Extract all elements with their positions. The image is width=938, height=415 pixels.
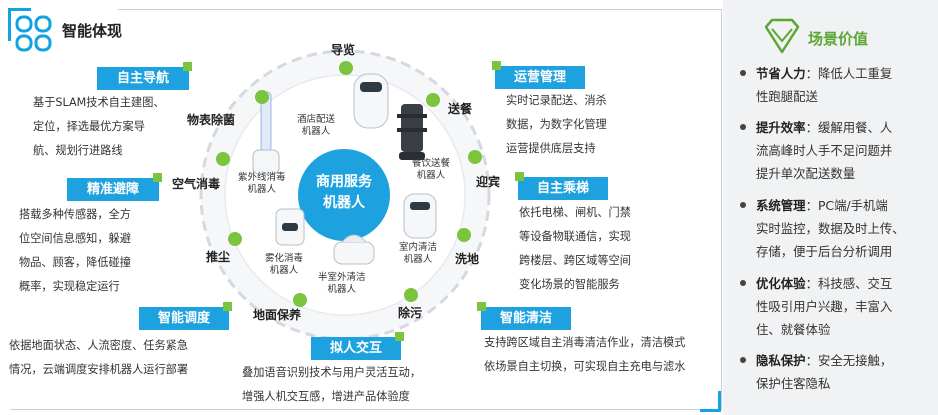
- feature-desc-interact: 叠加语音识别技术与用户灵活互动，增强人机交互感，增进产品体验度: [242, 366, 422, 403]
- scene-value-panel: [723, 0, 938, 415]
- badge-corner-avoid: [153, 173, 162, 182]
- feature-title-ops: 运营管理: [495, 66, 585, 89]
- value-item-experience: 优化体验：科技感、交互 性吸引用户兴趣，丰富入 住、就餐体验: [740, 272, 928, 341]
- value-item-system: 系统管理：PC端/手机端 实时监控，数据及时上传、 存储，便于后台分析调用: [740, 194, 928, 263]
- spoke-dot-guide: [339, 61, 353, 75]
- frame-border-right: [721, 9, 722, 409]
- feature-title-interact: 拟人交互: [311, 337, 401, 360]
- bullet-icon: [740, 124, 746, 130]
- feature-title-clean: 智能清洁: [481, 307, 571, 330]
- spoke-dot-floor-care: [293, 293, 307, 307]
- spoke-label-guide: 导览: [331, 43, 356, 57]
- spoke-dot-stain: [404, 288, 418, 302]
- section-title: 智能体现: [62, 22, 123, 40]
- spoke-dot-welcome: [468, 150, 482, 164]
- feature-desc-ops: 实时记录配送、消杀数据，为数字化管理运营提供底层支持: [506, 94, 607, 155]
- bullet-icon: [740, 357, 746, 363]
- frame-border-top: [118, 9, 722, 10]
- restaurant-delivery-robot-icon: [397, 104, 427, 160]
- spoke-label-air: 空气消毒: [172, 177, 221, 191]
- robot-label-hotel: 酒店配送机器人: [297, 114, 336, 137]
- spoke-label-dust: 推尘: [206, 250, 231, 264]
- badge-corner-clean: [477, 302, 486, 311]
- feature-desc-elevator: 依托电梯、闸机、门禁等设备物联通信，实现跨楼层、跨区域等空间变化场景的智能服务: [519, 206, 631, 291]
- badge-corner-interact: [395, 332, 404, 341]
- value-item-labor: 节省人力：降低人工重复 性跑腿配送: [740, 62, 928, 108]
- value-item-efficiency: 提升效率：缓解用餐、人 流高峰时人手不足问题并 提升单次配送数量: [740, 116, 928, 185]
- spoke-label-welcome: 迎宾: [476, 175, 501, 189]
- feature-title-avoid: 精准避障: [67, 178, 159, 201]
- robot-label-mist: 雾化消毒机器人: [265, 253, 304, 276]
- frame-border-bottom: [10, 409, 722, 410]
- spoke-dot-air: [216, 152, 230, 166]
- badge-corner-ops: [492, 61, 501, 70]
- robot-label-indoor-clean: 室内清洁机器人: [399, 242, 438, 265]
- uv-disinfection-robot-icon: [252, 91, 280, 175]
- spoke-dot-dust: [228, 232, 242, 246]
- spoke-label-stain: 除污: [398, 306, 423, 320]
- feature-desc-clean: 支持跨区域自主消毒清洁作业，清洁模式依场景自主切换，可实现自主充电与滤水: [484, 336, 686, 373]
- robot-label-semi-outdoor: 半室外清洁机器人: [318, 272, 366, 295]
- badge-corner-dispatch: [223, 302, 232, 311]
- mist-disinfection-robot-icon: [275, 208, 305, 246]
- value-item-privacy: 隐私保护：安全无接触， 保护住客隐私: [740, 349, 928, 395]
- spoke-label-surface: 物表除菌: [187, 113, 236, 127]
- robot-label-restaurant: 餐饮送餐机器人: [412, 158, 451, 181]
- semi-outdoor-cleaning-robot-icon: [333, 234, 375, 265]
- spoke-label-scrub: 洗地: [455, 252, 480, 266]
- feature-desc-nav: 基于SLAM技术自主建图、定位，择选最优方案导航、规划行进路线: [33, 96, 165, 157]
- bullet-icon: [740, 202, 746, 208]
- robot-label-uv: 紫外线消毒机器人: [238, 172, 286, 195]
- spoke-dot-surface: [255, 90, 269, 104]
- hotel-delivery-robot-icon: [353, 73, 389, 129]
- feature-desc-avoid: 搭载多种传感器，全方位空间信息感知，躲避物品、顾客，降低碰撞概率，实现稳定运行: [19, 208, 131, 293]
- feature-title-nav: 自主导航: [97, 67, 189, 90]
- bullet-icon: [740, 280, 746, 286]
- bullet-icon: [740, 70, 746, 76]
- frame-corner-bottom-right: [700, 391, 721, 412]
- feature-title-elevator: 自主乘梯: [518, 177, 608, 200]
- badge-corner-elevator: [515, 172, 524, 181]
- center-label: 商用服务 机器人: [298, 149, 390, 241]
- feature-title-dispatch: 智能调度: [139, 307, 229, 330]
- value-panel-title: 场景价值: [808, 30, 869, 48]
- spoke-dot-scrub: [457, 228, 471, 242]
- center-label-line-2: 机器人: [323, 195, 365, 211]
- diamond-icon: [764, 18, 800, 54]
- frame-corner-top-left: [8, 8, 31, 41]
- spoke-label-delivery: 送餐: [448, 102, 473, 116]
- spoke-label-floor-care: 地面保养: [253, 308, 302, 322]
- indoor-cleaning-robot-icon: [403, 193, 437, 239]
- badge-corner-nav: [183, 62, 192, 71]
- grid-icon: [15, 15, 52, 52]
- feature-desc-dispatch: 依据地面状态、人流密度、任务紧急情况，云端调度安排机器人运行部署: [9, 339, 189, 376]
- spoke-dot-delivery: [426, 93, 440, 107]
- center-label-line-1: 商用服务: [316, 174, 372, 190]
